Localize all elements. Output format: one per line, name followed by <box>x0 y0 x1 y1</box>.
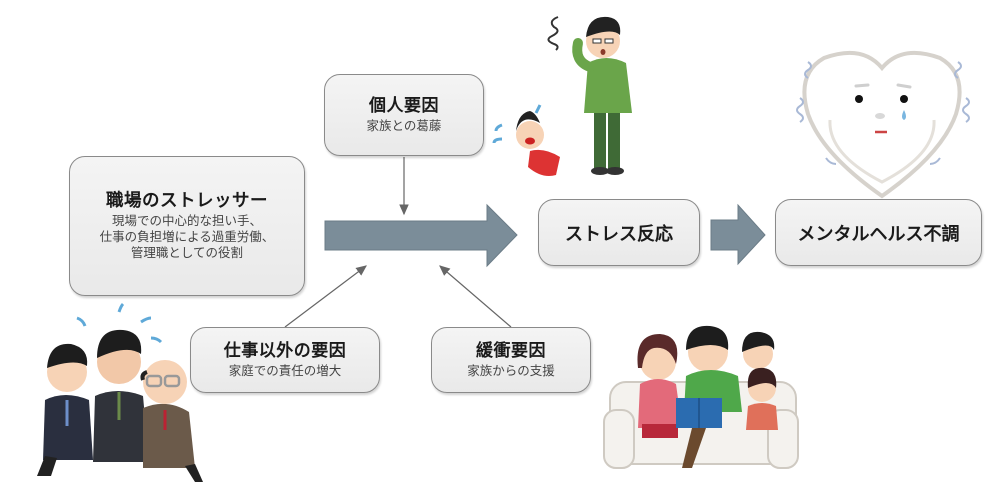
mental-health-box: メンタルヘルス不調 <box>775 199 982 266</box>
stress-response-box: ストレス反応 <box>538 199 700 266</box>
workplace-stressor-detail-2: 仕事の負担増による過重労働、 <box>99 228 275 244</box>
individual-factor-detail: 家族との葛藤 <box>366 117 442 133</box>
individual-factor-title: 個人要因 <box>369 96 439 117</box>
stress-response-title: ストレス反応 <box>565 223 673 245</box>
crying-heart-icon <box>796 50 970 199</box>
workplace-stressor-box: 職場のストレッサー 現場での中心的な担い手、 仕事の負担増による過重労働、 管理… <box>69 156 305 296</box>
buffer-factor-detail: 家族からの支援 <box>467 362 555 378</box>
main-flow-arrow <box>324 203 518 268</box>
mental-health-title: メンタルヘルス不調 <box>797 223 960 245</box>
non-work-factor-connector <box>284 265 367 328</box>
non-work-factor-detail: 家庭での責任の増大 <box>228 362 342 378</box>
workplace-stressor-detail-1: 現場での中心的な担い手、 <box>111 212 262 228</box>
workplace-stressor-title: 職場のストレッサー <box>106 190 268 211</box>
three-businessmen-exhausted-icon <box>37 302 203 482</box>
workplace-stressor-detail-3: 管理職としての役割 <box>130 245 244 261</box>
non-work-factor-box: 仕事以外の要因 家庭での責任の増大 <box>190 327 380 393</box>
non-work-factor-title: 仕事以外の要因 <box>223 341 347 362</box>
buffer-factor-box: 緩衝要因 家族からの支援 <box>431 327 591 393</box>
troubled-father-crying-child-icon <box>492 16 632 176</box>
family-reading-on-sofa-icon <box>603 325 799 469</box>
individual-factor-box: 個人要因 家族との葛藤 <box>324 74 484 156</box>
response-to-disorder-arrow <box>710 203 766 266</box>
buffer-factor-connector <box>439 265 512 328</box>
buffer-factor-title: 緩衝要因 <box>476 341 546 362</box>
